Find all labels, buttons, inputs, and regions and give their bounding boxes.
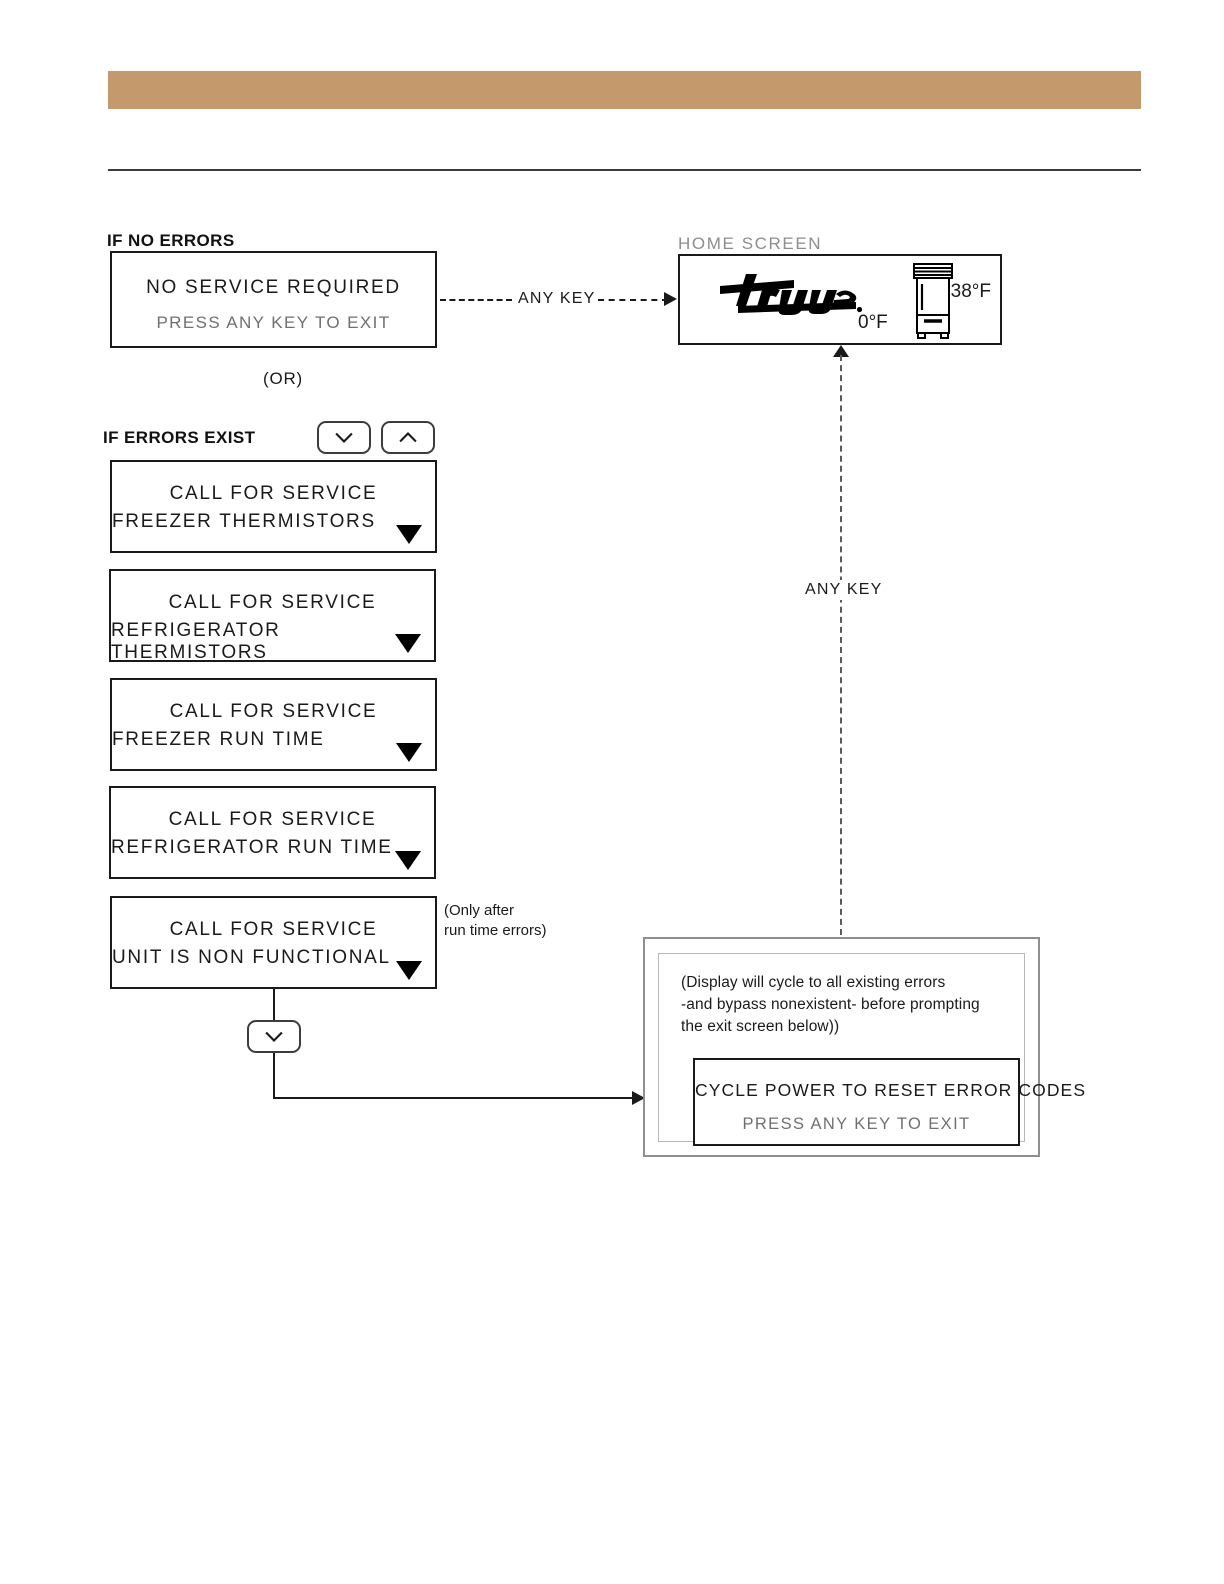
down-chevron-button-top[interactable] (317, 421, 371, 454)
display-error-refrigerator-thermistors: CALL FOR SERVICE REFRIGERATOR THERMISTOR… (109, 569, 436, 664)
display-error-unit-non-functional: CALL FOR SERVICE UNIT IS NON FUNCTIONAL (110, 896, 437, 989)
arrow-up-to-home-screen (833, 345, 849, 357)
scroll-down-triangle-icon (396, 961, 422, 980)
display-text: CALL FOR SERVICE REFRIGERATOR THERMISTOR… (111, 571, 434, 664)
up-chevron-button-top[interactable] (381, 421, 435, 454)
arrow-to-reset-panel (632, 1091, 645, 1105)
refrigerator-temperature: 38°F (950, 281, 991, 302)
display-line-secondary: FREEZER THERMISTORS (112, 511, 376, 532)
display-text: CALL FOR SERVICE UNIT IS NON FUNCTIONAL (112, 898, 435, 969)
display-line-primary: CYCLE POWER TO RESET ERROR CODES (695, 1080, 1087, 1100)
display-line-primary: CALL FOR SERVICE (168, 809, 377, 830)
reset-panel-inner-frame: (Display will cycle to all existing erro… (658, 953, 1085, 1146)
home-screen-label: HOME SCREEN (678, 234, 823, 253)
arrow-to-home-screen (664, 292, 677, 306)
display-line-primary: CALL FOR SERVICE (169, 701, 378, 722)
connector-segment-horizontal (273, 1097, 636, 1099)
display-error-freezer-run-time: CALL FOR SERVICE FREEZER RUN TIME (110, 678, 437, 771)
true-brand-logo (716, 272, 864, 320)
dashed-connector-right (598, 299, 668, 301)
display-line-secondary: REFRIGERATOR RUN TIME (111, 837, 393, 858)
display-error-freezer-thermistors: CALL FOR SERVICE FREEZER THERMISTORS (110, 460, 437, 553)
display-home-screen: 0°F 38°F (678, 254, 1002, 345)
scroll-down-triangle-icon (395, 851, 421, 870)
display-line-secondary: REFRIGERATOR THERMISTORS (111, 620, 281, 663)
display-text: CALL FOR SERVICE FREEZER THERMISTORS (112, 462, 435, 533)
display-line-primary: NO SERVICE REQUIRED (146, 277, 401, 298)
scroll-down-triangle-icon (395, 634, 421, 653)
reset-panel: (Display will cycle to all existing erro… (643, 937, 1085, 1157)
dashed-connector-left (440, 299, 512, 301)
run-time-errors-note: (Only after run time errors) (444, 902, 547, 939)
section-heading-no-errors: IF NO ERRORS (107, 231, 235, 250)
connector-segment-bottom (273, 1053, 275, 1098)
connector-segment-top (273, 989, 275, 1021)
display-text: CALL FOR SERVICE REFRIGERATOR RUN TIME (111, 788, 434, 859)
display-line-primary: CALL FOR SERVICE (169, 919, 378, 940)
header-divider-rule (108, 169, 1141, 171)
display-cycle-power-reset: CYCLE POWER TO RESET ERROR CODES PRESS A… (693, 1058, 1087, 1146)
cycle-errors-note: (Display will cycle to all existing erro… (681, 974, 980, 1035)
down-chevron-button-bottom[interactable] (247, 1020, 301, 1053)
any-key-label-vertical: ANY KEY (802, 580, 886, 600)
display-line-secondary: FREEZER RUN TIME (112, 729, 325, 750)
scroll-down-triangle-icon (396, 743, 422, 762)
display-no-service-required: NO SERVICE REQUIRED PRESS ANY KEY TO EXI… (110, 251, 437, 348)
header-accent-bar (108, 71, 1141, 109)
or-label: (OR) (263, 369, 304, 388)
display-line-secondary: PRESS ANY KEY TO EXIT (742, 1115, 971, 1133)
display-line-secondary: UNIT IS NON FUNCTIONAL (112, 947, 391, 968)
dashed-connector-vertical (840, 355, 842, 935)
display-line-primary: CALL FOR SERVICE (169, 483, 378, 504)
refrigerator-icon (908, 262, 958, 342)
scroll-down-triangle-icon (396, 525, 422, 544)
display-line-secondary: PRESS ANY KEY TO EXIT (156, 313, 391, 332)
display-line-primary: CALL FOR SERVICE (168, 592, 377, 613)
display-error-refrigerator-run-time: CALL FOR SERVICE REFRIGERATOR RUN TIME (109, 786, 436, 879)
any-key-label-horizontal: ANY KEY (518, 290, 596, 307)
freezer-temperature: 0°F (858, 312, 888, 333)
display-text: CALL FOR SERVICE FREEZER RUN TIME (112, 680, 435, 751)
section-heading-errors-exist: IF ERRORS EXIST (103, 428, 256, 447)
